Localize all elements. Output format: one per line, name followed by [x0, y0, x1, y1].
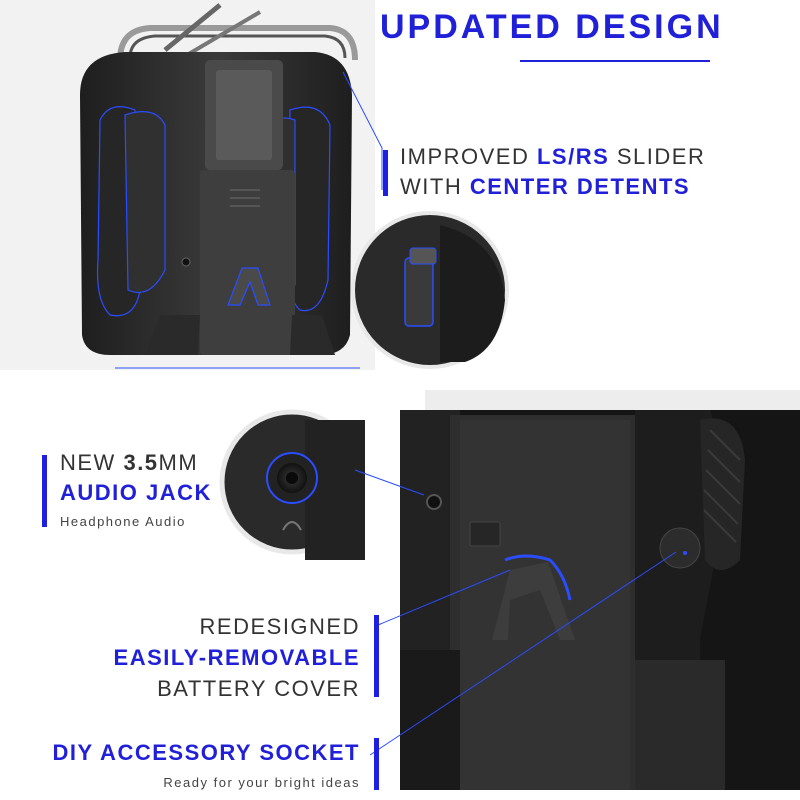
battery-feature-line-2: EASILY-REMOVABLE — [113, 645, 360, 670]
battery-feature-line-3: BATTERY COVER — [157, 676, 360, 701]
audio-jack-zoom-circle — [219, 409, 365, 560]
socket-accent-bar — [374, 738, 379, 790]
socket-feature-subtitle: Ready for your bright ideas — [163, 775, 360, 790]
slider-feature-line-1: IMPROVED LS/RS SLIDER — [400, 144, 706, 169]
lower-device-closeup — [400, 410, 745, 790]
audio-callout-line — [354, 469, 425, 496]
socket-callout-line — [369, 551, 677, 756]
slider-zoom-circle — [351, 211, 509, 369]
battery-feature-line-1: REDESIGNED — [199, 614, 360, 639]
audio-feature-subtitle: Headphone Audio — [60, 514, 186, 529]
battery-callout-line — [377, 569, 511, 626]
transmitter-body — [80, 3, 358, 355]
socket-feature-title: DIY ACCESSORY SOCKET — [52, 740, 360, 765]
audio-feature-line-2: AUDIO JACK — [60, 480, 212, 505]
headline-underline — [520, 60, 710, 62]
slider-callout-line — [342, 71, 383, 190]
headline: UPDATED DESIGN — [380, 8, 724, 46]
audio-accent-bar — [42, 455, 47, 527]
slider-accent-bar — [383, 150, 388, 196]
battery-accent-bar — [374, 615, 379, 697]
slider-feature-line-2: WITH CENTER DETENTS — [400, 174, 691, 199]
audio-feature-line-1: NEW 3.5MM — [60, 450, 199, 475]
